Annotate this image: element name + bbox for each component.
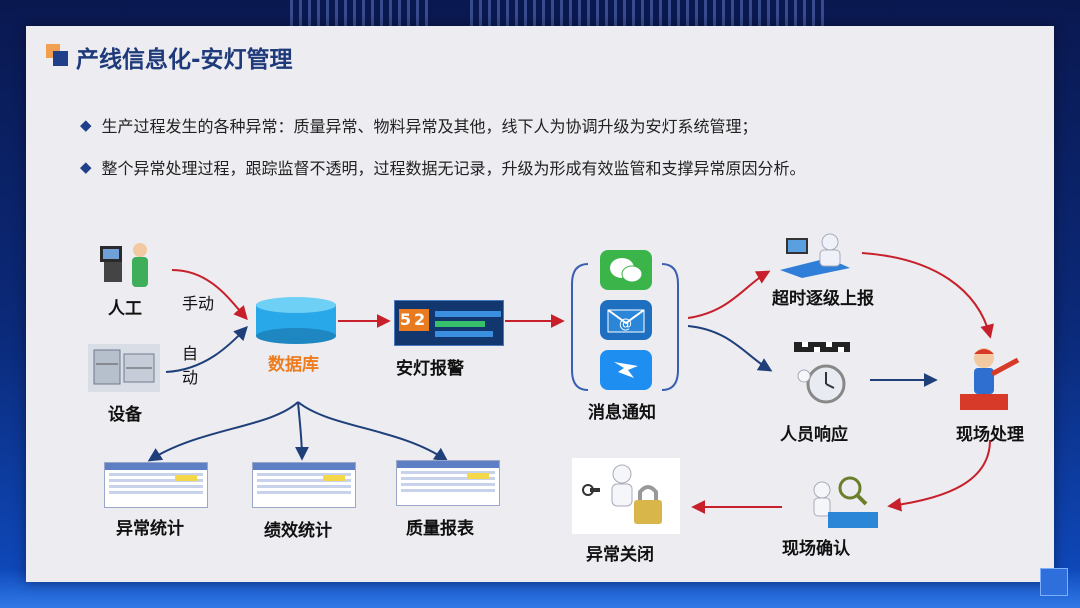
arrow-db-to-performance-stats xyxy=(298,402,302,458)
padlock-icon xyxy=(572,458,680,534)
andon-board-digits: 52 xyxy=(399,309,429,331)
node-notify: 消息通知 xyxy=(588,398,656,423)
arrow-equipment-to-db xyxy=(166,328,246,372)
email-icon: @ xyxy=(600,300,652,340)
worker-icon xyxy=(98,240,156,290)
arrow-db-to-quality-report xyxy=(298,402,446,460)
dingtalk-icon xyxy=(600,350,652,390)
report-thumbnail xyxy=(104,462,208,508)
node-performance-stats: 绩效统计 xyxy=(264,516,332,541)
andon-board-screen: 52 xyxy=(394,300,504,346)
report-thumbnail xyxy=(252,462,356,508)
arrow-onsite-to-confirm xyxy=(890,440,990,506)
svg-text:@: @ xyxy=(619,317,632,332)
node-exception-stats: 异常统计 xyxy=(116,514,184,539)
arrow-db-to-exception-stats xyxy=(150,402,298,460)
escalate-icon xyxy=(778,228,854,278)
node-quality-report: 质量报表 xyxy=(406,514,474,539)
node-onsite: 现场处理 xyxy=(956,420,1024,445)
stopwatch-icon xyxy=(790,340,854,406)
node-confirm: 现场确认 xyxy=(782,534,850,559)
node-database: 数据库 xyxy=(268,350,319,375)
node-equipment: 设备 xyxy=(108,400,142,425)
equipment-icon xyxy=(88,344,160,392)
arrow-notify-to-response xyxy=(688,326,770,370)
node-response: 人员响应 xyxy=(780,420,848,445)
node-andon-alarm: 安灯报警 xyxy=(396,354,464,379)
node-manual: 人工 xyxy=(108,294,142,319)
arrow-notify-to-escalate xyxy=(688,272,768,318)
edge-label-auto: 自动 xyxy=(182,342,200,390)
node-escalate: 超时逐级上报 xyxy=(772,284,874,309)
node-close: 异常关闭 xyxy=(586,540,654,565)
report-thumbnail xyxy=(396,460,500,506)
wechat-icon xyxy=(600,250,652,290)
bracket-right xyxy=(662,264,678,390)
inspect-icon xyxy=(800,474,882,532)
bracket-left xyxy=(572,264,588,390)
arrow-escalate-to-onsite xyxy=(862,253,990,336)
plumber-icon xyxy=(948,346,1024,414)
edge-label-manual: 手动 xyxy=(182,290,214,314)
database-icon xyxy=(254,296,338,346)
close-picture xyxy=(572,458,680,534)
